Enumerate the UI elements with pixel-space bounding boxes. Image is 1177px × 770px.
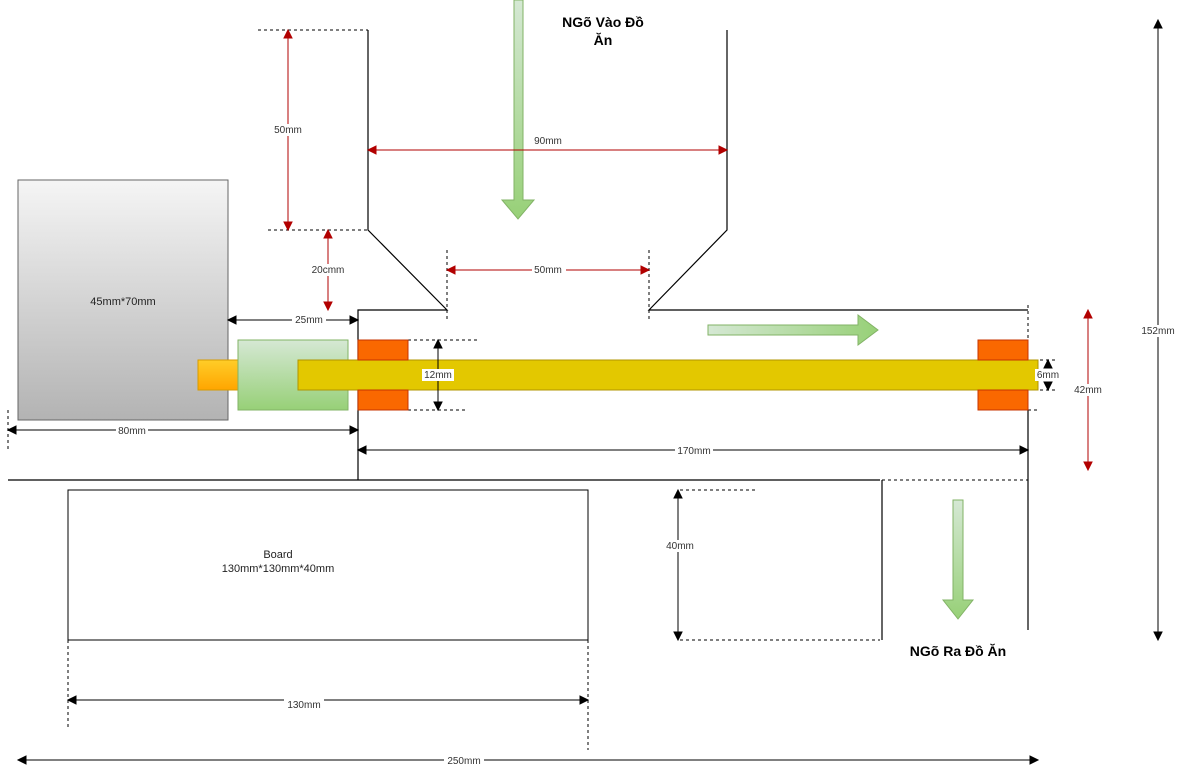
board-size-label: 130mm*130mm*40mm <box>222 563 334 575</box>
dim-total-length: 250mm <box>447 756 480 767</box>
dim-tube-height: 42mm <box>1074 385 1102 396</box>
dim-motor-to-tube: 80mm <box>118 426 146 437</box>
conveying-flow-arrow <box>707 314 879 346</box>
bearing-right-bottom <box>977 389 1029 411</box>
hopper-left-wall <box>357 30 449 480</box>
bearing-left-top <box>357 339 409 361</box>
dim-hopper-gap: 20cmm <box>312 265 345 276</box>
dimension-labels: 50mm 90mm 20cmm 50mm 25mm 12mm 6mm 42mm … <box>116 124 1177 767</box>
dim-tube-length: 170mm <box>677 446 710 457</box>
screw-shaft <box>297 359 1039 391</box>
dim-coupling-gap: 25mm <box>295 315 323 326</box>
dim-hopper-width: 90mm <box>534 136 562 147</box>
dim-hopper-height: 50mm <box>274 125 302 136</box>
dim-screw-height: 12mm <box>424 370 452 381</box>
outlet-flow-arrow <box>941 499 975 620</box>
bearing-left-bottom <box>357 389 409 411</box>
dim-throat-width: 50mm <box>534 265 562 276</box>
hopper <box>357 30 1028 480</box>
board-name-label: Board <box>263 549 292 561</box>
inlet-title-line2: Ăn <box>594 32 613 48</box>
dim-total-height: 152mm <box>1141 326 1174 337</box>
inlet-flow-arrow <box>500 0 536 220</box>
board <box>67 489 589 641</box>
dim-shaft-dia: 6mm <box>1037 370 1059 381</box>
dashed-guides <box>7 29 1058 750</box>
hopper-right-wall <box>647 30 1028 311</box>
inlet-title-line1: NGõ Vào Đồ <box>562 14 644 30</box>
dim-outlet-height: 40mm <box>666 541 694 552</box>
dim-board-width: 130mm <box>287 700 320 711</box>
motor-size-label: 45mm*70mm <box>90 296 155 308</box>
motor-body <box>17 179 229 421</box>
outlet-title: NGõ Ra Đồ Ăn <box>910 643 1006 659</box>
bearing-right-top <box>977 339 1029 361</box>
housing-lines <box>8 410 1029 640</box>
